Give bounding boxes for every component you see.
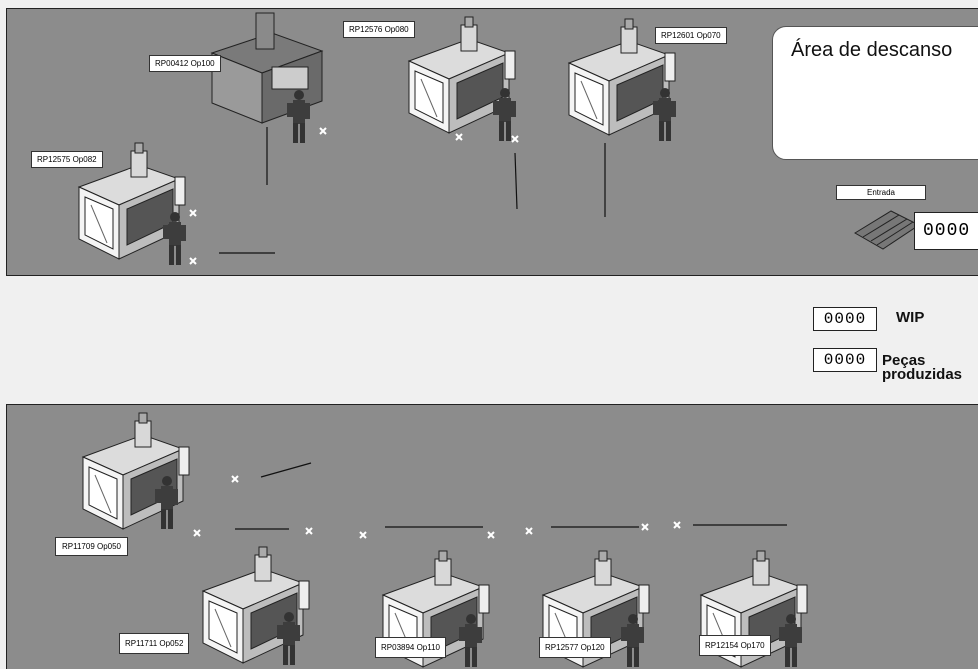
wip-counter: 0000	[813, 307, 877, 331]
rest-area: Área de descanso	[772, 26, 978, 160]
wip-label: WIP	[896, 311, 924, 325]
position-marker-icon	[232, 476, 238, 482]
machine-label[interactable]: RP12575 Op082	[31, 151, 103, 168]
position-marker-icon	[512, 136, 518, 142]
machine-label[interactable]: RP12601 Op070	[655, 27, 727, 44]
position-marker-icon	[320, 128, 326, 134]
machine-label[interactable]: RP03894 Op110	[375, 637, 446, 658]
position-marker-icon	[642, 524, 648, 530]
machine-rp11709	[83, 413, 189, 529]
machine-label[interactable]: RP11709 Op050	[55, 537, 128, 556]
position-marker-icon	[190, 258, 196, 264]
position-marker-icon	[360, 532, 366, 538]
position-marker-icon	[526, 528, 532, 534]
pecas-label-line2: produzidas	[882, 368, 962, 382]
position-marker-icon	[194, 530, 200, 536]
bottom-shop-floor: RP11709 Op050 RP11711 Op052 RP03894 Op11…	[6, 404, 978, 669]
pallet-icon	[855, 211, 919, 249]
position-marker-icon	[306, 528, 312, 534]
machine-label[interactable]: RP12576 Op080	[343, 21, 415, 38]
position-marker-icon	[190, 210, 196, 216]
machine-label[interactable]: RP12577 Op120	[539, 637, 611, 658]
machine-label[interactable]: RP12154 Op170	[699, 635, 771, 656]
position-marker-icon	[488, 532, 494, 538]
entrada-label: Entrada	[836, 185, 926, 200]
bottom-floor-graphics	[7, 405, 978, 669]
machine-label[interactable]: RP00412 Op100	[149, 55, 221, 72]
entrada-counter: 0000	[914, 212, 978, 250]
transport-paths	[235, 463, 787, 529]
position-marker-icon	[674, 522, 680, 528]
pecas-counter: 0000	[813, 348, 877, 372]
rest-area-title: Área de descanso	[791, 39, 952, 62]
machine-label[interactable]: RP11711 Op052	[119, 633, 189, 654]
transport-paths	[219, 127, 605, 253]
position-marker-icon	[456, 134, 462, 140]
